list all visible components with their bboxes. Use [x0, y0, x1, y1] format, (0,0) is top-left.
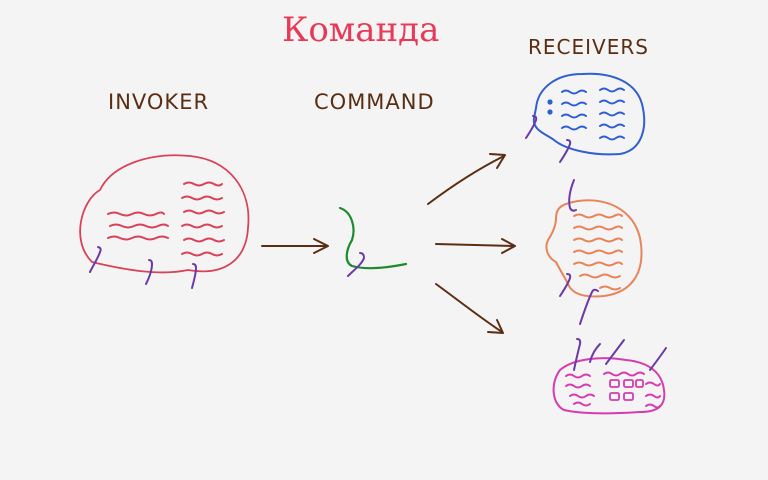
arrow-to-receiver-blue — [427, 153, 506, 205]
arrow-to-receiver-orange — [435, 238, 516, 254]
arrow-invoker-to-command — [261, 238, 329, 254]
arrow-to-receiver-pink — [435, 283, 504, 334]
command-shape — [338, 206, 408, 277]
receiver-orange — [545, 179, 643, 325]
invoker-shape — [79, 154, 250, 289]
invoker-label: INVOKER — [108, 90, 210, 114]
diagram-title: Команда — [282, 10, 440, 50]
receiver-pink — [552, 338, 667, 415]
receivers-label: RECEIVERS — [528, 35, 649, 59]
receiver-blue — [525, 72, 646, 163]
command-label: COMMAND — [314, 90, 435, 114]
arrows — [261, 153, 516, 334]
